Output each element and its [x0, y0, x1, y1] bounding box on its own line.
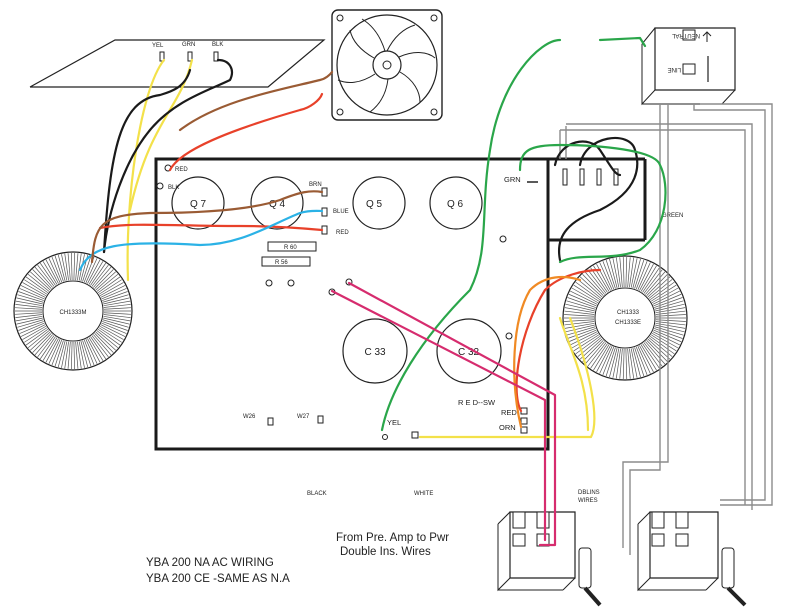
- dblins-label: DBLINS: [578, 490, 600, 496]
- w27-label: W27: [297, 414, 310, 420]
- title-line1: YBA 200 NA AC WIRING: [146, 557, 274, 569]
- dblins-wires-label: WIRES: [578, 498, 598, 504]
- capacitor-c33: C 33: [342, 318, 408, 384]
- wires: [78, 36, 773, 555]
- svg-text:CH1333E: CH1333E: [615, 320, 641, 326]
- resistor-r56: R 56: [261, 256, 311, 267]
- capacitor-c32: C 32: [436, 318, 502, 384]
- board-holes: [156, 164, 513, 340]
- board-red-mid-label: RED: [336, 230, 349, 236]
- preamp-note-line2: Double Ins. Wires: [340, 546, 431, 558]
- transistor-q7: Q 7: [171, 176, 225, 230]
- w26-label: W26: [243, 414, 256, 420]
- grn-terminal-label: GRN: [504, 175, 521, 184]
- svg-text:CH1333: CH1333: [617, 310, 640, 316]
- svg-text:Q 7: Q 7: [190, 199, 207, 210]
- red-sw-label: R E D--SW: [458, 398, 496, 407]
- svg-text:Q 6: Q 6: [447, 199, 464, 210]
- transistor-q5: Q 5: [352, 176, 406, 230]
- svg-text:CH1333M: CH1333M: [59, 310, 86, 316]
- green-label: GREEN: [662, 213, 683, 219]
- svg-text:Q 4: Q 4: [269, 199, 286, 210]
- resistor-r60: R 60: [267, 241, 317, 252]
- preamp-note-line1: From Pre. Amp to Pwr: [336, 532, 449, 544]
- red-wire-label: RED: [501, 408, 517, 417]
- svg-text:C 32: C 32: [458, 347, 480, 358]
- blue-label: BLUE: [333, 209, 349, 215]
- svg-text:NEUTRAL: NEUTRAL: [671, 32, 700, 38]
- title-line2: YBA 200 CE -SAME AS N.A: [146, 573, 290, 585]
- blk-label: BLK: [212, 42, 223, 48]
- fan-icon: [331, 9, 443, 121]
- transformer-left: CH1333M: [13, 251, 133, 371]
- svg-text:R 56: R 56: [275, 260, 288, 266]
- power-switch-left: [497, 511, 602, 607]
- transistor-q6: Q 6: [429, 176, 483, 230]
- svg-text:R 60: R 60: [284, 245, 297, 251]
- svg-text:LINE: LINE: [668, 66, 681, 72]
- yel-wire-label: YEL: [387, 418, 401, 427]
- yel-label: YEL: [152, 43, 164, 49]
- preamp-board: [29, 39, 326, 88]
- svg-text:C 33: C 33: [364, 347, 386, 358]
- preamp-connectors: YEL GRN BLK: [152, 42, 223, 62]
- power-switch-right: [637, 511, 747, 607]
- iec-inlet: NEUTRAL LINE: [641, 27, 736, 106]
- grn-label: GRN: [182, 42, 195, 48]
- black-wire-label: BLACK: [307, 491, 327, 497]
- rear-sw-terminals: [382, 407, 528, 440]
- board-red-label: RED: [175, 167, 188, 173]
- orn-wire-label: ORN: [499, 423, 516, 432]
- connector-block: BRN BLUE RED: [309, 182, 349, 236]
- main-board: [154, 157, 647, 451]
- brn-label: BRN: [309, 182, 322, 188]
- board-blk-label: BLK: [168, 185, 179, 191]
- white-wire-label: WHITE: [414, 491, 433, 497]
- switch-contacts: [562, 168, 619, 186]
- svg-text:Q 5: Q 5: [366, 199, 383, 210]
- transistor-q4: Q 4: [250, 176, 304, 230]
